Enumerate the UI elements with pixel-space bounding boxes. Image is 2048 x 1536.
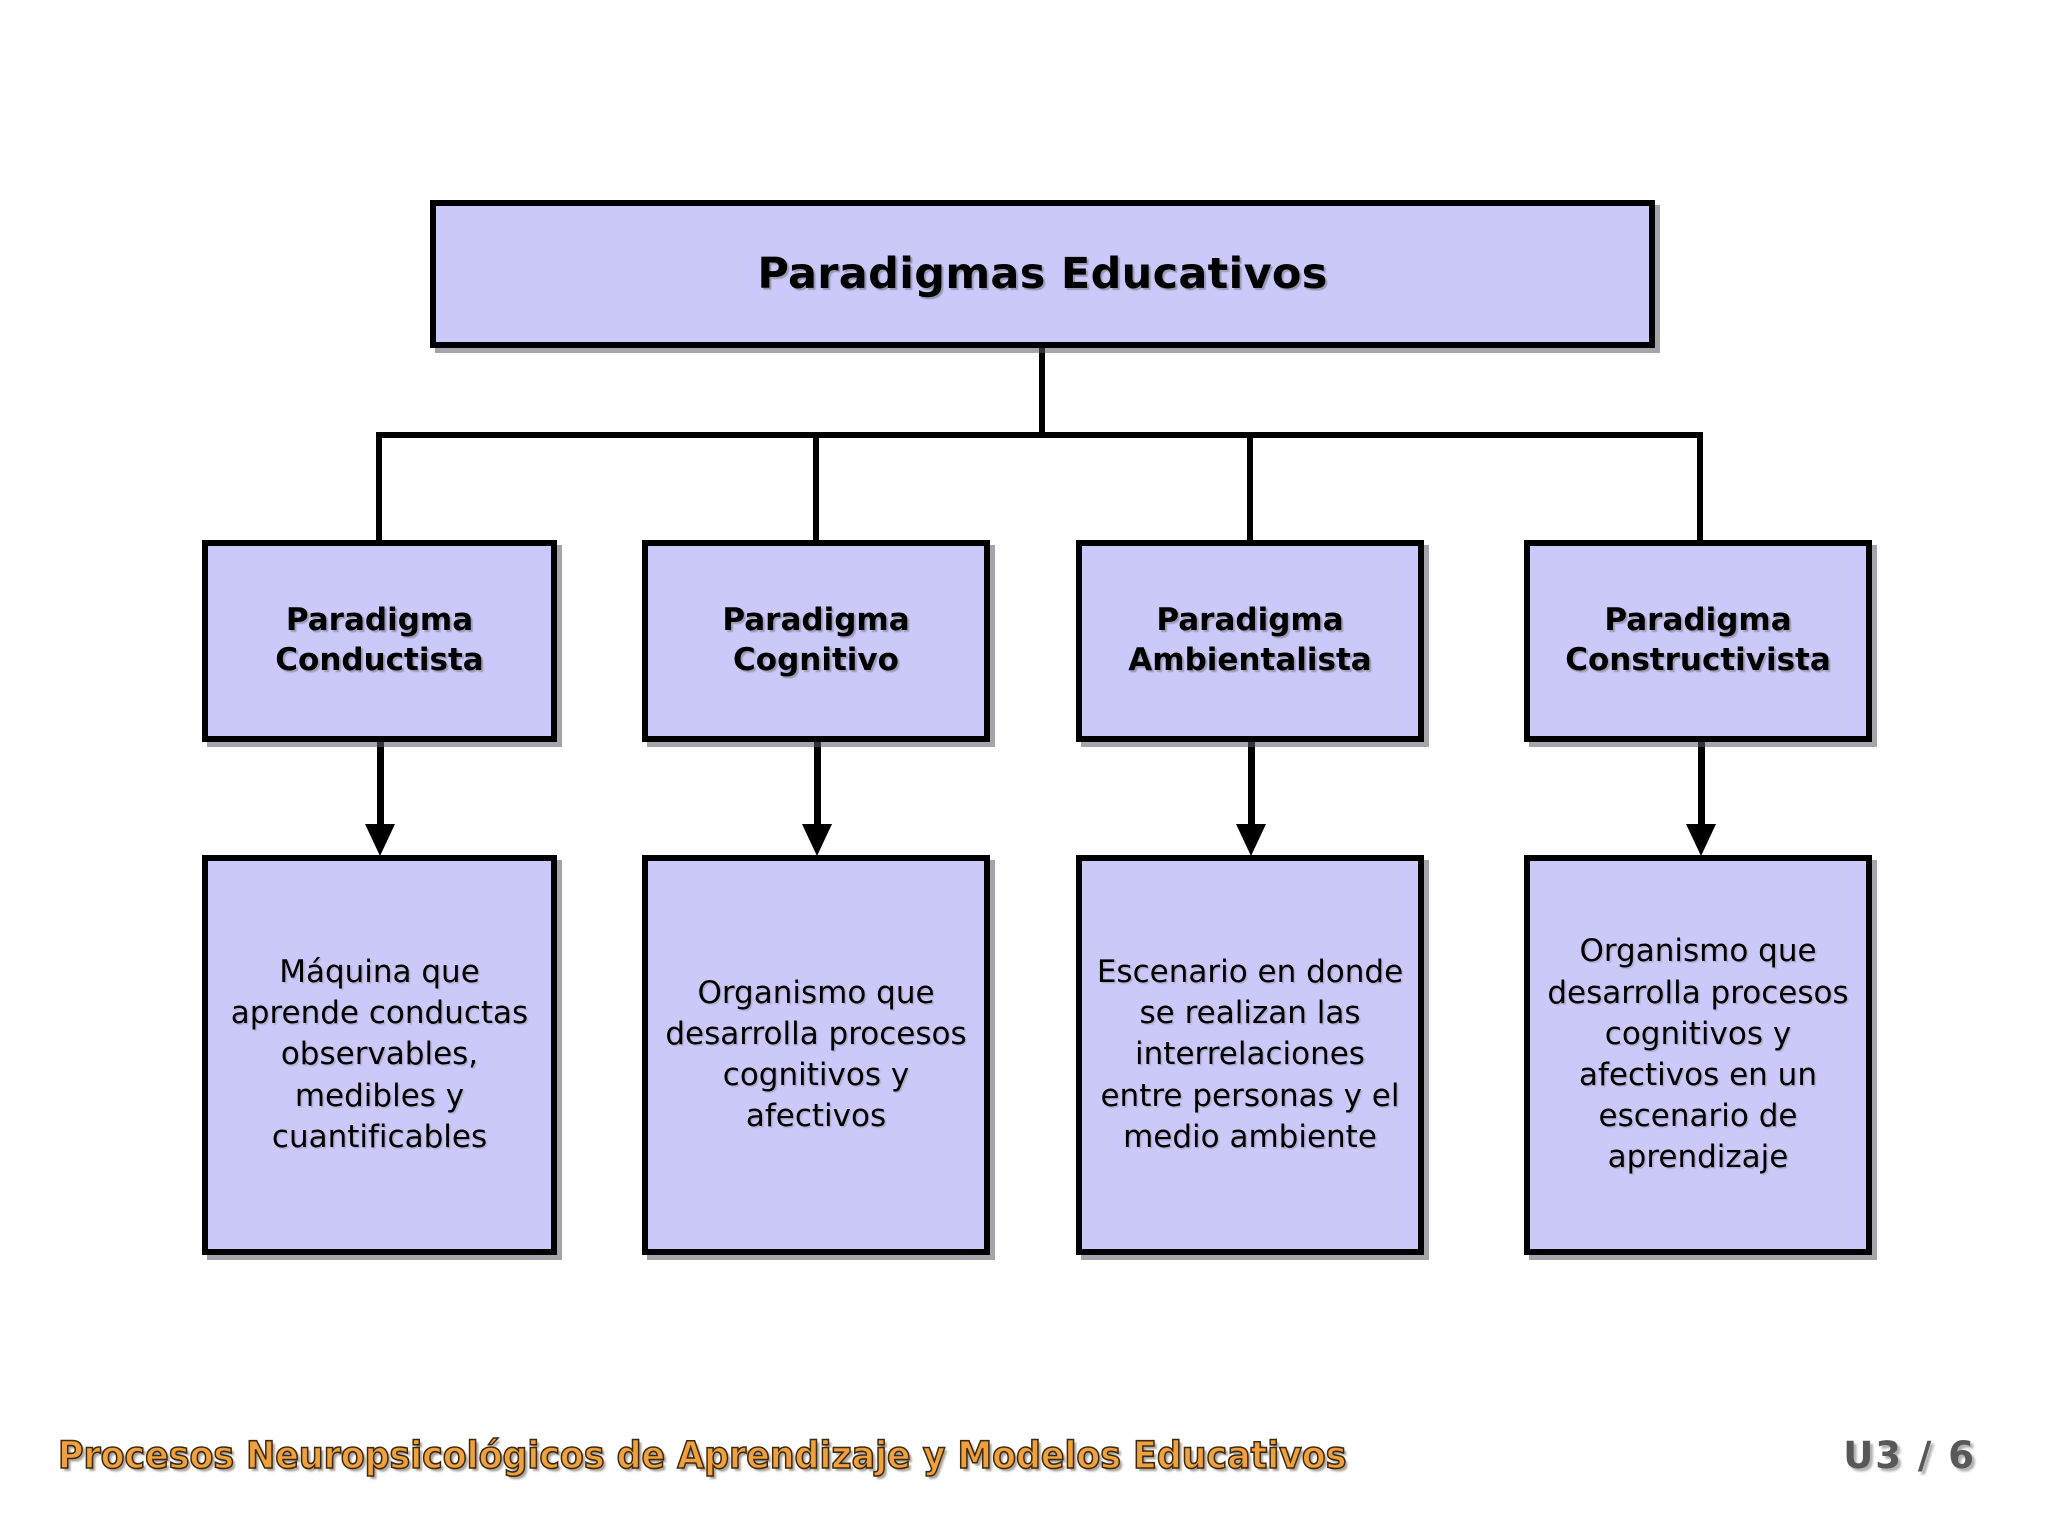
arrow-shaft xyxy=(377,742,384,828)
paradigm-node-label: Paradigma Cognitivo xyxy=(722,602,910,678)
footer-course-title: Procesos Neuropsicológicos de Aprendizaj… xyxy=(57,1433,1347,1478)
arrow-shaft xyxy=(814,742,821,828)
description-node-text: Organismo que desarrolla procesos cognit… xyxy=(665,974,967,1135)
arrow-down-icon-ambientalista xyxy=(1236,742,1266,859)
paradigm-node-cognitivo: Paradigma Cognitivo xyxy=(642,540,990,742)
footer-page-indicator: U3 / 6 xyxy=(1843,1434,1976,1477)
paradigm-node-label: Paradigma Ambientalista xyxy=(1128,602,1372,678)
description-node-text: Escenario en donde se realizan las inter… xyxy=(1096,953,1404,1155)
connector-drop-ambientalista xyxy=(1247,432,1253,544)
connector-horizontal-bus xyxy=(376,432,1703,438)
arrow-head xyxy=(365,824,395,856)
arrow-shaft xyxy=(1248,742,1255,828)
paradigm-node-label: Paradigma Conductista xyxy=(275,602,484,678)
root-node-label: Paradigmas Educativos xyxy=(757,249,1328,299)
arrow-down-icon-constructivista xyxy=(1686,742,1716,859)
connector-root-trunk xyxy=(1039,348,1045,438)
root-node-paradigmas-educativos: Paradigmas Educativos xyxy=(430,200,1655,348)
arrow-down-icon-cognitivo xyxy=(802,742,832,859)
description-node-ambientalista: Escenario en donde se realizan las inter… xyxy=(1076,855,1424,1255)
paradigm-node-constructivista: Paradigma Constructivista xyxy=(1524,540,1872,742)
paradigm-node-conductista: Paradigma Conductista xyxy=(202,540,557,742)
arrow-head xyxy=(1686,824,1716,856)
arrow-head xyxy=(1236,824,1266,856)
connector-drop-cognitivo xyxy=(813,432,819,544)
connector-drop-conductista xyxy=(376,432,382,544)
description-node-constructivista: Organismo que desarrolla procesos cognit… xyxy=(1524,855,1872,1255)
slide-footer: Procesos Neuropsicológicos de Aprendizaj… xyxy=(0,1433,2048,1494)
arrow-shaft xyxy=(1698,742,1705,828)
description-node-text: Organismo que desarrolla procesos cognit… xyxy=(1547,933,1849,1176)
connector-drop-constructivista xyxy=(1697,432,1703,544)
arrow-down-icon-conductista xyxy=(365,742,395,859)
description-node-text: Máquina que aprende conductas observable… xyxy=(230,953,529,1155)
description-node-conductista: Máquina que aprende conductas observable… xyxy=(202,855,557,1255)
paradigm-node-label: Paradigma Constructivista xyxy=(1565,602,1831,678)
description-node-cognitivo: Organismo que desarrolla procesos cognit… xyxy=(642,855,990,1255)
paradigm-node-ambientalista: Paradigma Ambientalista xyxy=(1076,540,1424,742)
arrow-head xyxy=(802,824,832,856)
